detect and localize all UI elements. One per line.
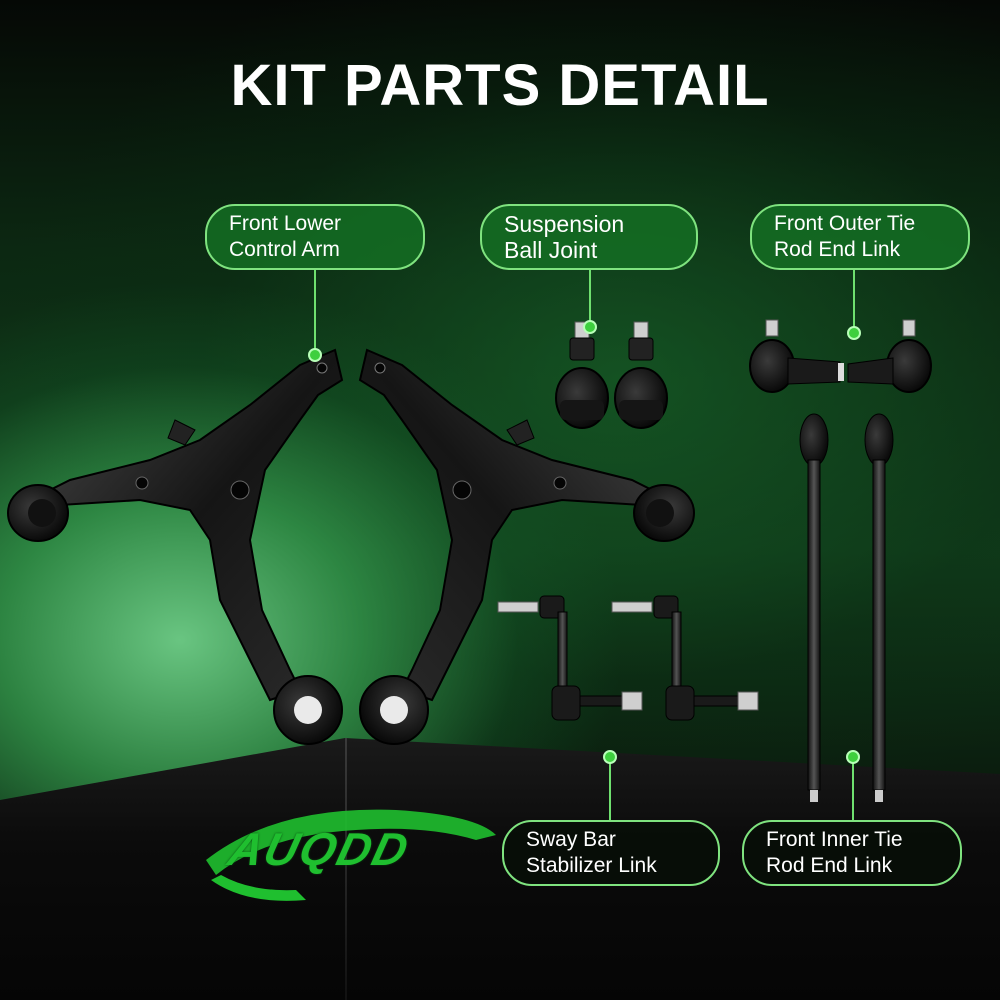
inner-tie-rod-icon <box>799 413 829 802</box>
leader-dot-icon <box>308 348 322 362</box>
label-line: Ball Joint <box>504 237 598 263</box>
leader-dot-icon <box>583 320 597 334</box>
sway-bar-link-icon <box>497 595 643 721</box>
ball-joint-icon <box>614 321 668 429</box>
inner-tie-rod-icon <box>864 413 894 802</box>
control-arm-icon <box>358 348 695 745</box>
label-front-lower-control-arm: Front Lower Control Arm <box>205 204 425 270</box>
label-line: Sway Bar <box>526 828 616 851</box>
label-front-outer-tie-rod-end-link: Front Outer Tie Rod End Link <box>750 204 970 270</box>
label-line: Control Arm <box>229 238 340 261</box>
label-line: Rod End Link <box>766 854 893 877</box>
pedestal-edge <box>345 738 347 1000</box>
label-line: Front Outer Tie <box>774 212 916 235</box>
label-line: Rod End Link <box>774 238 901 261</box>
label-suspension-ball-joint: Suspension Ball Joint <box>480 204 698 270</box>
leader-line <box>589 270 591 322</box>
label-line: Stabilizer Link <box>526 854 657 877</box>
ball-joint-icon <box>555 321 609 429</box>
leader-line <box>852 762 854 820</box>
page-title: KIT PARTS DETAIL <box>230 53 770 118</box>
leader-line <box>609 762 611 820</box>
outer-tie-rod-icon <box>847 319 932 393</box>
label-line: Suspension <box>504 211 625 237</box>
label-line: Front Lower <box>229 212 342 235</box>
leader-dot-icon <box>603 750 617 764</box>
leader-dot-icon <box>846 750 860 764</box>
outer-tie-rod-icon <box>749 319 844 393</box>
brand-logo-text: AUQDD <box>223 823 416 875</box>
brand-logo <box>206 809 496 901</box>
label-line: Front Inner Tie <box>766 828 903 851</box>
leader-line <box>853 270 855 328</box>
control-arm-icon <box>7 348 344 745</box>
label-sway-bar-stabilizer-link: Sway Bar Stabilizer Link <box>502 820 720 886</box>
label-front-inner-tie-rod-end-link: Front Inner Tie Rod End Link <box>742 820 962 886</box>
sway-bar-link-icon <box>611 595 759 721</box>
leader-line <box>314 270 316 350</box>
leader-dot-icon <box>847 326 861 340</box>
